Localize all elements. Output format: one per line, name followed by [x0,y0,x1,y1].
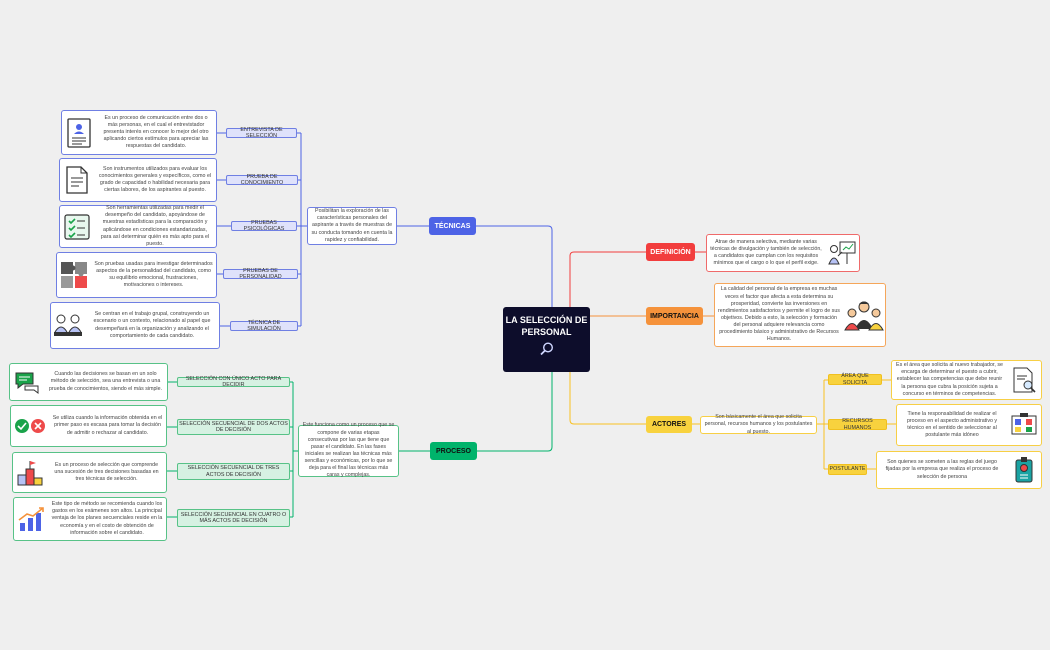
branch-actores[interactable]: ACTORES [646,416,692,433]
meeting-icon [51,309,85,343]
accept-reject-icon [11,409,49,443]
importancia-card: La calidad del personal de la empresa es… [714,283,886,347]
proceso-card-tres: Es un proceso de selección que comprende… [12,452,167,493]
tecnica-card-personalidad: Son pruebas usadas para investigar deter… [56,252,217,298]
tecnica-card-psicologicas: Son herramientas utilizadas para medir e… [59,205,217,248]
tecnica-card-entrevista: Es un proceso de comunicación entre dos … [61,110,217,155]
proceso-label-dos[interactable]: SELECCIÓN SECUENCIAL DE DOS ACTOS DE DEC… [177,419,290,435]
tecnicas-summary: Posibilitan la exploración de las caract… [307,207,397,245]
actor-card-postulante: Son quienes se someten a las reglas del … [876,451,1042,489]
magnifier-icon [539,342,553,356]
tecnica-label-entrevista[interactable]: ENTREVISTA DE SELECCIÓN [226,127,297,139]
proceso-label-cuatro[interactable]: SELECCIÓN SECUENCIAL EN CUATRO O MÁS ACT… [177,509,290,527]
central-topic[interactable]: LA SELECCIÓN DE PERSONAL [503,307,590,372]
branch-definicion[interactable]: DEFINICIÓN [646,243,695,261]
chat-icon [10,365,44,399]
team-icon [843,298,885,332]
actor-card-rrhh: Tiene la responsabilidad de realizar el … [896,404,1042,446]
tecnica-label-simulacion[interactable]: TÉCNICA DE SIMULACIÓN [230,320,298,332]
proceso-label-unico[interactable]: SELECCIÓN CON ÚNICO ACTO PARA DECIDIR [177,376,290,388]
tecnica-label-conocimiento[interactable]: PRUEBA DE CONOCIMIENTO [226,174,298,186]
proceso-card-cuatro: Este tipo de método se recomienda cuando… [13,497,167,541]
central-topic-title: LA SELECCIÓN DE PERSONAL [505,315,588,338]
proceso-label-tres[interactable]: SELECCIÓN SECUENCIAL DE TRES ACTOS DE DE… [177,463,290,480]
resume-icon [62,116,96,150]
branch-proceso[interactable]: PROCESO [430,442,477,460]
checklist-icon [60,210,94,244]
document-icon [60,163,94,197]
proceso-summary: Este funciona como un proceso que se com… [298,422,399,478]
branch-tecnicas[interactable]: TÉCNICAS [429,217,476,235]
branch-importancia[interactable]: IMPORTANCIA [646,307,703,325]
tecnica-label-psicologicas[interactable]: PRUEBAS PSICOLÓGICAS [231,220,297,232]
podium-icon [13,456,47,490]
presentation-icon [825,236,859,270]
proceso-card-unico: Cuando las decisiones se basan en un sol… [9,363,168,401]
tecnica-label-personalidad[interactable]: PRUEBAS DE PERSONALIDAD [223,268,298,280]
definicion-card: Atrae de manera selectiva, mediante vari… [706,234,860,272]
tecnica-card-conocimiento: Son instrumentos utilizados para evaluar… [59,158,217,202]
tecnica-card-simulacion: Se centran en el trabajo grupal, constru… [50,302,220,349]
growth-chart-icon [14,502,48,536]
actor-card-area: Es el área que solicita al nuevo trabaja… [891,360,1042,400]
proceso-card-dos: Se utiliza cuando la información obtenid… [10,405,167,447]
actor-label-postulante[interactable]: POSTULANTE [828,464,867,475]
id-badge-icon [1007,453,1041,487]
puzzle-icon [57,258,91,292]
actor-label-rrhh[interactable]: RECURSOS HUMANOS [828,418,887,431]
actor-label-area[interactable]: ÁREA QUE SOLICITA [828,373,882,386]
search-document-icon [1007,363,1041,397]
actores-summary: Son básicamente el área que solicita per… [700,414,817,435]
board-icon [1007,408,1041,442]
